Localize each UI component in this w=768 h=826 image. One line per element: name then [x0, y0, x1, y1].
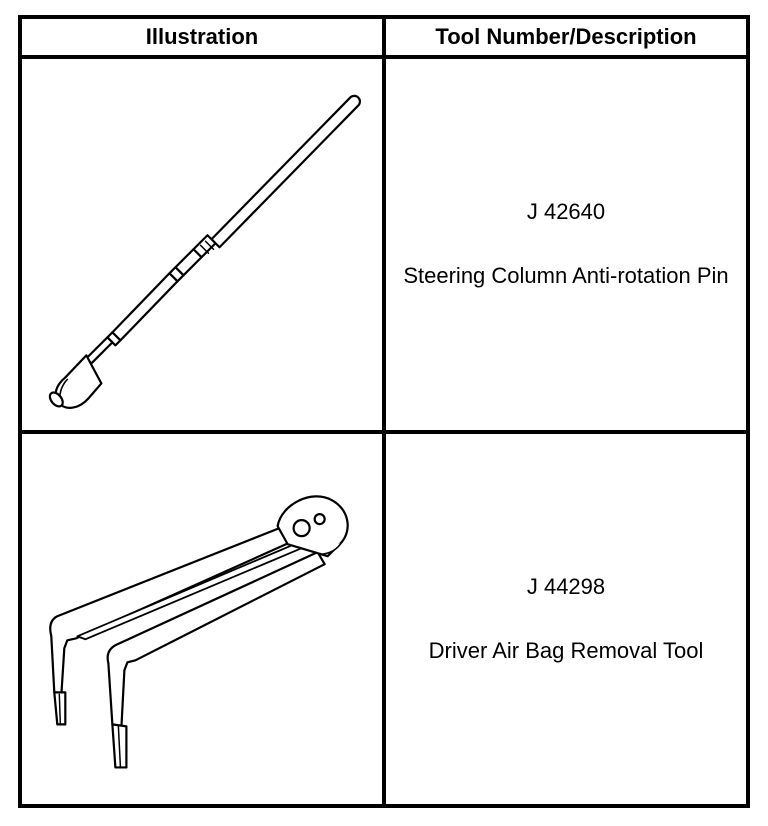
anti-rotation-pin-icon	[48, 94, 362, 409]
table-header-row: Illustration Tool Number/Description	[18, 15, 750, 59]
table-row: J 44298 Driver Air Bag Removal Tool	[18, 429, 750, 808]
illustration-cell	[18, 55, 386, 434]
table-row: J 42640 Steering Column Anti-rotation Pi…	[18, 55, 750, 434]
tool-description: Driver Air Bag Removal Tool	[428, 637, 704, 663]
header-illustration: Illustration	[18, 15, 386, 59]
air-bag-removal-tool-icon	[49, 494, 349, 769]
tool-number: J 42640	[526, 199, 606, 225]
tool-number: J 44298	[526, 573, 606, 599]
illustration-cell	[18, 429, 386, 808]
tool-description: Steering Column Anti-rotation Pin	[403, 263, 729, 289]
tool-info-cell: J 44298 Driver Air Bag Removal Tool	[382, 429, 750, 808]
header-tool-number-description: Tool Number/Description	[382, 15, 750, 59]
tool-info-cell: J 42640 Steering Column Anti-rotation Pi…	[382, 55, 750, 434]
tool-table: Illustration Tool Number/Description	[18, 15, 750, 808]
